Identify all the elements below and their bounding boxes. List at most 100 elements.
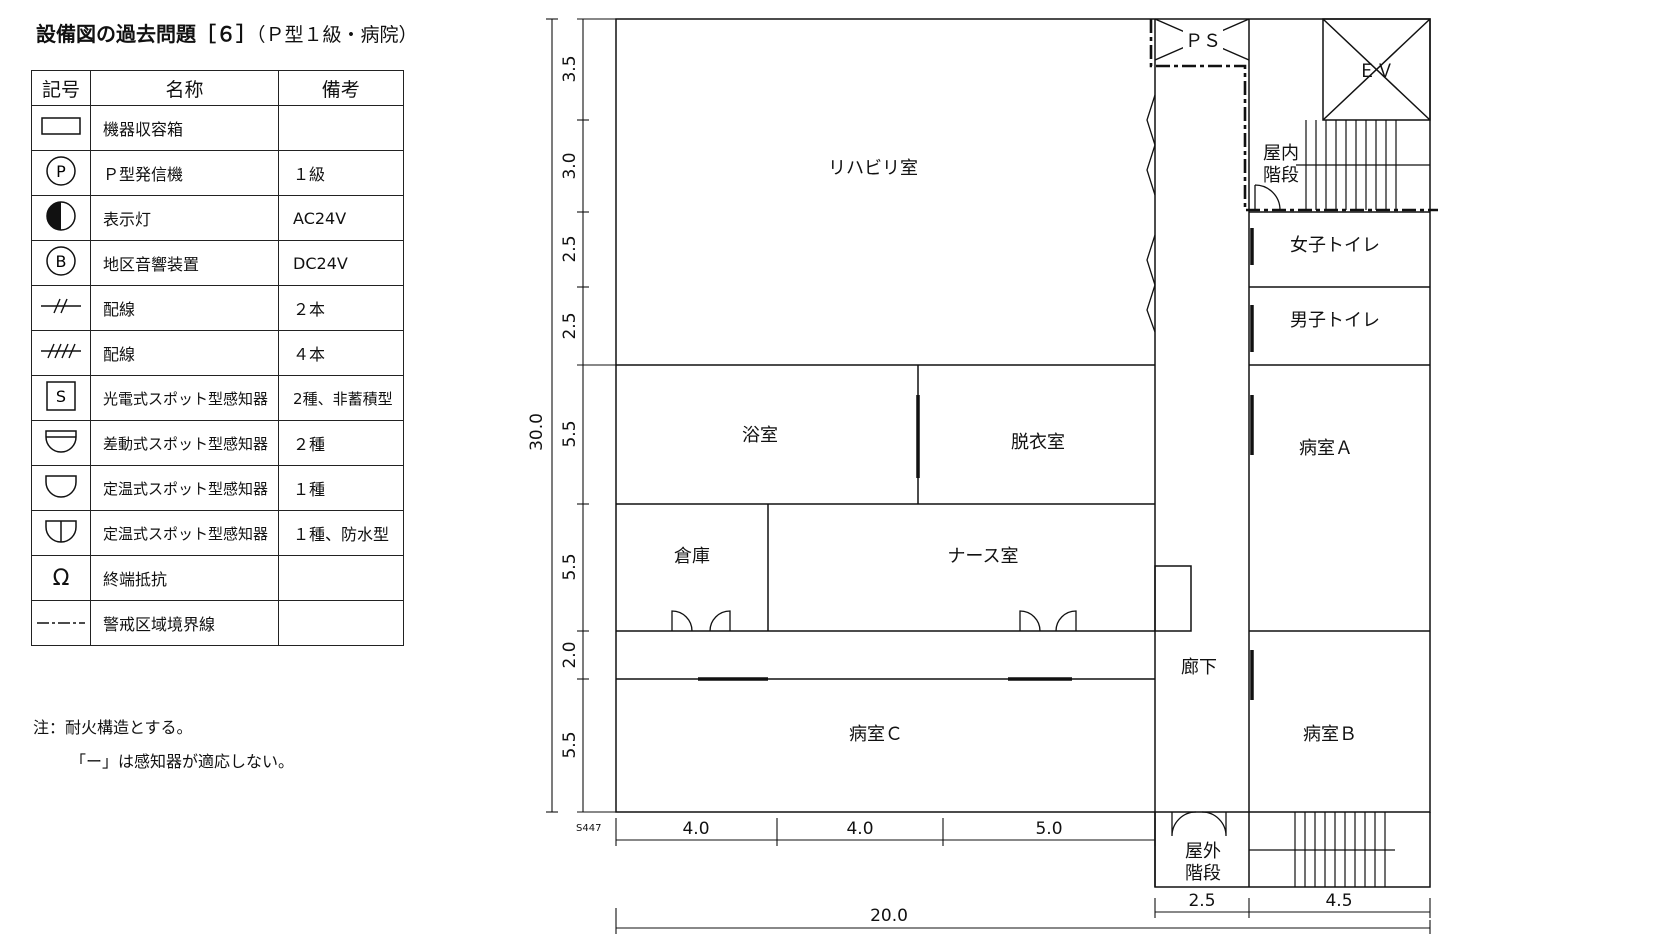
dim-h1: 3.5 xyxy=(560,55,580,82)
dim-w5: 4.5 xyxy=(1325,891,1352,911)
legend-name: 表示灯 xyxy=(90,195,280,241)
legend-symbol: B xyxy=(30,240,92,286)
legend-note: ２種 xyxy=(278,420,404,466)
ps-label-bg xyxy=(1183,28,1223,52)
fixed-temp-detector-icon xyxy=(45,475,77,498)
dim-h3: 2.5 xyxy=(560,235,580,262)
room-ev: ＥＶ xyxy=(1358,61,1394,82)
legend-name: 配線 xyxy=(90,330,280,376)
legend-symbol xyxy=(30,420,92,466)
room-ps: ＰＳ xyxy=(1185,31,1221,52)
legend-row: 配線 ４本 xyxy=(30,330,404,376)
folding-door-2 xyxy=(1146,234,1156,333)
legend-name: 定温式スポット型感知器 xyxy=(90,465,280,511)
room-stairs-in-2: 階段 xyxy=(1263,165,1299,186)
legend-row: 表示灯 AC24V xyxy=(30,195,404,241)
fixed-temp-waterproof-detector-icon xyxy=(45,520,77,543)
outer-wall xyxy=(615,18,1431,813)
photoelectric-detector-icon: S xyxy=(46,381,76,411)
room-a: 病室Ａ xyxy=(1299,438,1353,459)
page-title: 設備図の過去問題［６］（Ｐ型１級・病院） xyxy=(36,18,418,47)
dim-w1: 4.0 xyxy=(682,819,709,839)
folding-door-1 xyxy=(1146,94,1156,196)
legend-name: 地区音響装置 xyxy=(90,240,280,286)
dim-w3: 5.0 xyxy=(1035,819,1062,839)
legend-symbol xyxy=(30,600,92,646)
room-labels: ＰＳ ＥＶ リハビリ室 屋内 階段 女子トイレ 男子トイレ 浴室 脱衣室 病室Ａ… xyxy=(674,31,1394,884)
legend-row: B 地区音響装置 DC24V xyxy=(30,240,404,286)
legend-row: 警戒区域境界線 xyxy=(30,600,404,646)
wiring-4-icon xyxy=(41,343,81,359)
legend-name: 機器収容箱 xyxy=(90,105,280,151)
door-storage xyxy=(671,610,731,632)
room-nurse: ナース室 xyxy=(947,546,1018,567)
legend-note: ２本 xyxy=(278,285,404,331)
legend-symbol xyxy=(30,330,92,376)
door-stairs xyxy=(1254,184,1281,211)
legend-note xyxy=(278,105,404,151)
drawing-code: S447 xyxy=(576,823,601,834)
legend-row: P Ｐ型発信機 １級 xyxy=(30,150,404,196)
area-sounder-icon: B xyxy=(46,246,76,276)
note-2: 「ー」は感知器が適応しない。 xyxy=(70,752,295,771)
room-rehab: リハビリ室 xyxy=(828,158,918,179)
outdoor-stairs xyxy=(1249,812,1395,887)
dim-total-width: 20.0 xyxy=(870,906,908,926)
note-1: 注：耐火構造とする。 xyxy=(33,718,193,737)
legend-name: 警戒区域境界線 xyxy=(90,600,280,646)
legend-name: Ｐ型発信機 xyxy=(90,150,280,196)
door-nurse xyxy=(1019,610,1077,632)
legend-note: １種、防水型 xyxy=(278,510,404,556)
legend-row: Ω 終端抵抗 xyxy=(30,555,404,601)
boundary-lines xyxy=(1149,19,1438,212)
legend-note: 2種、非蓄積型 xyxy=(278,375,404,421)
indicator-lamp-icon xyxy=(46,201,76,231)
dim-h7: 2.0 xyxy=(560,641,580,668)
dim-h4: 2.5 xyxy=(560,312,580,339)
p-type-transmitter-icon: P xyxy=(46,156,76,186)
title-main: 設備図の過去問題［６］ xyxy=(36,22,256,46)
legend-note xyxy=(278,600,404,646)
dim-h2: 3.0 xyxy=(560,152,580,179)
legend-row: 機器収容箱 xyxy=(30,105,404,151)
legend-symbol xyxy=(30,465,92,511)
rate-of-rise-detector-icon xyxy=(45,430,77,453)
dim-h8: 5.5 xyxy=(560,731,580,758)
b-symbol-letter: B xyxy=(56,252,67,271)
room-stairs-in-1: 屋内 xyxy=(1263,143,1299,164)
legend-table: 記号 名称 備考 機器収容箱 P Ｐ型発信機 １級 表示灯 AC24V B 地区… xyxy=(30,70,404,646)
legend-note: １級 xyxy=(278,150,404,196)
legend-symbol xyxy=(30,105,92,151)
dim-total-height: 30.0 xyxy=(527,413,547,451)
room-stairs-out-1: 屋外 xyxy=(1185,841,1221,862)
legend-note: １種 xyxy=(278,465,404,511)
legend-note: ４本 xyxy=(278,330,404,376)
legend-note: DC24V xyxy=(278,240,404,286)
room-stairs-out-2: 階段 xyxy=(1185,863,1221,884)
s-symbol-letter: S xyxy=(56,387,66,406)
legend-symbol xyxy=(30,285,92,331)
legend-row: S 光電式スポット型感知器 2種、非蓄積型 xyxy=(30,375,404,421)
dim-w2: 4.0 xyxy=(846,819,873,839)
dimension-lines xyxy=(546,18,1431,934)
indoor-stairs xyxy=(1296,120,1430,210)
door-outdoor xyxy=(1171,811,1227,837)
room-men: 男子トイレ xyxy=(1290,310,1380,331)
dimension-labels: 30.0 3.5 3.0 2.5 2.5 5.5 5.5 2.0 5.5 4.0… xyxy=(527,55,1353,926)
equipment-box-icon xyxy=(41,117,81,135)
legend-symbol xyxy=(30,195,92,241)
doors xyxy=(671,94,1281,837)
legend-row: 配線 ２本 xyxy=(30,285,404,331)
legend-name: 定温式スポット型感知器 xyxy=(90,510,280,556)
legend-name: 終端抵抗 xyxy=(90,555,280,601)
dim-w4: 2.5 xyxy=(1188,891,1215,911)
terminal-resistor-icon: Ω xyxy=(52,565,70,591)
legend-header-name: 名称 xyxy=(90,70,280,106)
room-storage: 倉庫 xyxy=(674,546,710,567)
boundary-line-icon xyxy=(37,621,85,624)
legend-symbol: P xyxy=(30,150,92,196)
room-dressing: 脱衣室 xyxy=(1011,432,1065,453)
wiring-2-icon xyxy=(41,298,81,314)
sliding-doors xyxy=(698,228,1254,700)
